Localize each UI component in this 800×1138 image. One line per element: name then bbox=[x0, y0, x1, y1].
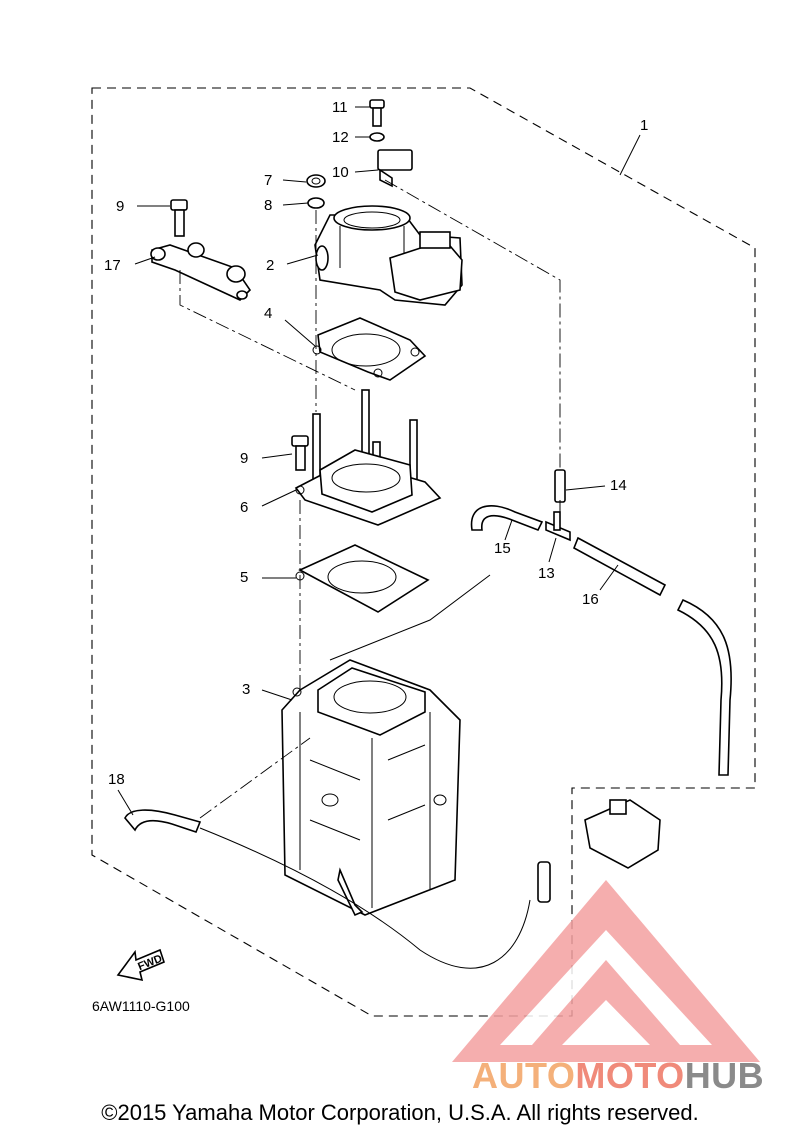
assembly-boundary bbox=[91, 87, 756, 1017]
sensor-lower bbox=[537, 799, 661, 903]
callout-14: 14 bbox=[610, 477, 627, 494]
callout-leaders bbox=[117, 106, 641, 816]
callout-12: 12 bbox=[332, 129, 349, 146]
callout-9-middle: 9 bbox=[240, 450, 248, 467]
pipe-14 bbox=[554, 469, 566, 503]
hose-16-lower bbox=[676, 598, 732, 776]
callout-labels: 1 2 3 4 5 6 7 8 9 9 10 11 12 13 14 15 16… bbox=[104, 99, 648, 788]
bracket-17 bbox=[150, 242, 252, 301]
callout-3: 3 bbox=[242, 681, 250, 698]
vacuum-line-routing bbox=[199, 827, 531, 969]
watermark-text: AUTOMOTOHUB bbox=[472, 1055, 764, 1096]
callout-2: 2 bbox=[266, 257, 274, 274]
copyright-notice: ©2015 Yamaha Motor Corporation, U.S.A. A… bbox=[101, 1100, 699, 1125]
hose-16 bbox=[572, 536, 667, 597]
sensor-connector bbox=[377, 149, 413, 188]
intake-manifold-3 bbox=[281, 659, 461, 917]
gasket-4 bbox=[312, 317, 427, 381]
alignment-lines bbox=[179, 179, 561, 819]
callout-16: 16 bbox=[582, 591, 599, 608]
hose-15 bbox=[470, 504, 544, 532]
callout-6: 6 bbox=[240, 499, 248, 516]
throttle-body bbox=[314, 205, 463, 306]
tee-joint-13 bbox=[545, 511, 571, 542]
oring-8 bbox=[307, 197, 325, 209]
svg-text:FWD: FWD bbox=[136, 953, 164, 974]
fwd-arrow-icon: FWD bbox=[116, 948, 165, 982]
callout-11: 11 bbox=[332, 99, 348, 116]
callout-4: 4 bbox=[264, 305, 272, 322]
callout-1: 1 bbox=[640, 117, 648, 134]
gasket-5 bbox=[295, 544, 430, 613]
callout-9-top: 9 bbox=[116, 198, 124, 215]
callout-7: 7 bbox=[264, 172, 272, 189]
callout-18: 18 bbox=[108, 771, 125, 788]
diagram-code: 6AW1110-G100 bbox=[92, 998, 190, 1014]
callout-13: 13 bbox=[538, 565, 555, 582]
nut-7 bbox=[306, 174, 326, 188]
automotohub-watermark-logo bbox=[452, 880, 760, 1062]
adapter-plate-6 bbox=[294, 449, 442, 526]
callout-15: 15 bbox=[494, 540, 511, 557]
callout-17: 17 bbox=[104, 257, 121, 274]
bolt-9-middle bbox=[291, 435, 309, 471]
hose-18 bbox=[124, 809, 202, 833]
screw-11 bbox=[369, 99, 385, 127]
callout-8: 8 bbox=[264, 197, 272, 214]
callout-5: 5 bbox=[240, 569, 248, 586]
washer-12 bbox=[369, 132, 385, 142]
callout-10: 10 bbox=[332, 164, 349, 181]
bolt-9-top bbox=[170, 199, 188, 237]
